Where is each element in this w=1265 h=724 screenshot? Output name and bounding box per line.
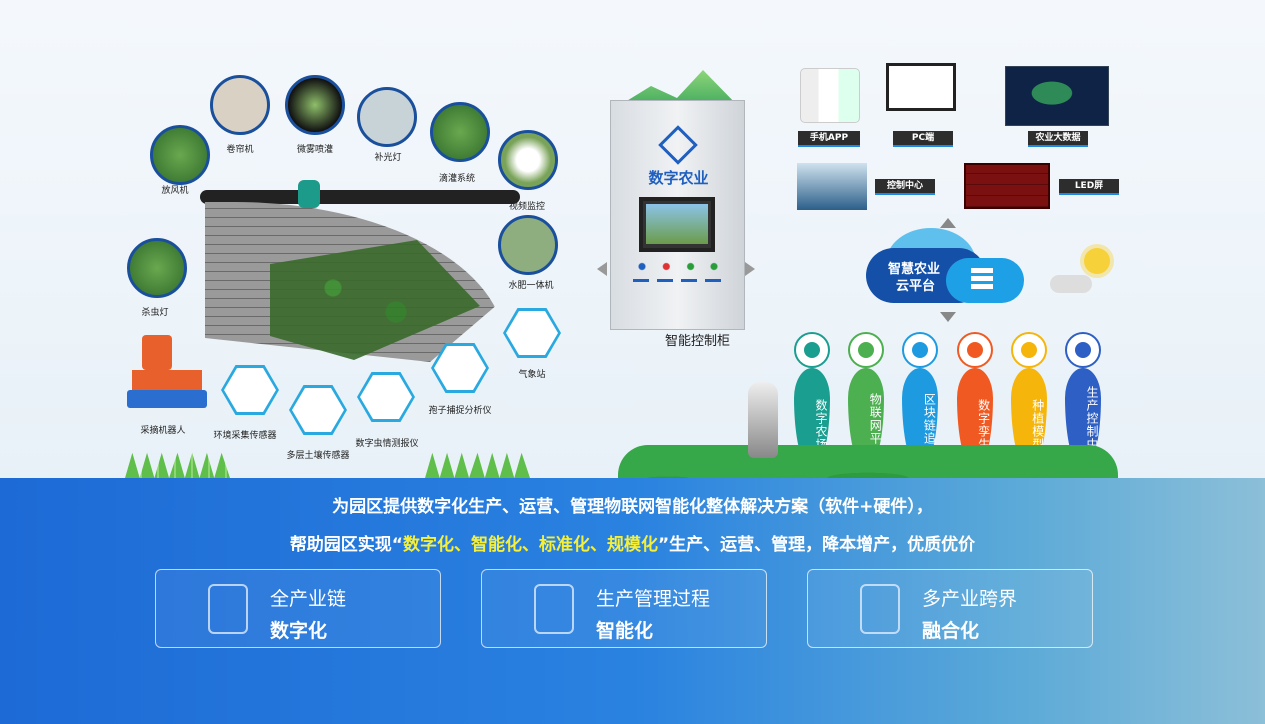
label-pest: 数字虫情测报仪 bbox=[355, 439, 419, 449]
device-mist bbox=[285, 75, 345, 135]
server-icon bbox=[971, 268, 993, 290]
platform-icon-1 bbox=[848, 332, 885, 368]
label-mist: 微雾喷灌 bbox=[296, 145, 334, 155]
cloud-icon bbox=[1050, 275, 1092, 293]
card-title: 生产管理过程 bbox=[596, 588, 711, 610]
label-light: 补光灯 bbox=[374, 153, 402, 163]
gear-chain-icon bbox=[208, 584, 248, 634]
control-cabinet: 数字农业 bbox=[610, 100, 745, 330]
sensor-weather bbox=[503, 308, 561, 358]
tag-mobile-app: 手机APP bbox=[798, 131, 860, 147]
label-fertigation: 水肥一体机 bbox=[508, 281, 554, 291]
card-subtitle: 数字化 bbox=[270, 620, 328, 642]
label-spore: 孢子捕捉分析仪 bbox=[428, 406, 492, 416]
feature-card-0: 全产业链 数字化 bbox=[155, 569, 441, 648]
banner-line2: 帮助园区实现“数字化、智能化、标准化、规模化”生产、运营、管理，降本增产，优质优… bbox=[0, 530, 1265, 555]
arrow-down-icon bbox=[940, 312, 956, 330]
card-title: 多产业跨界 bbox=[922, 588, 1018, 610]
platform-label: 生产控制中心 bbox=[1085, 386, 1099, 464]
control-center-image bbox=[797, 163, 867, 210]
cloud-platform: 智慧农业 云平台 bbox=[866, 228, 1026, 304]
big-data-image bbox=[1005, 66, 1109, 126]
banner-line1: 为园区提供数字化生产、运营、管理物联网智能化整体解决方案（软件+硬件）， bbox=[332, 497, 933, 517]
device-vent-fan bbox=[150, 125, 210, 185]
device-insect-lamp bbox=[127, 238, 187, 298]
grass-decoration bbox=[618, 445, 1118, 478]
label-weather: 气象站 bbox=[518, 370, 546, 380]
cabinet-label: 智能控制柜 bbox=[665, 334, 731, 349]
solution-banner bbox=[0, 478, 1265, 724]
device-roller bbox=[210, 75, 270, 135]
platform-label: 物联网平台 bbox=[868, 392, 883, 458]
feature-card-2: 多产业跨界 融合化 bbox=[807, 569, 1093, 648]
cube-monitor-icon bbox=[534, 584, 574, 634]
label-insect-lamp: 杀虫灯 bbox=[141, 308, 169, 318]
device-fertigation bbox=[498, 215, 558, 275]
cloud-line2: 云平台 bbox=[896, 279, 936, 294]
label-env: 环境采集传感器 bbox=[213, 431, 277, 441]
arrow-left-icon bbox=[590, 262, 607, 276]
label-roller: 卷帘机 bbox=[226, 145, 254, 155]
device-camera bbox=[498, 130, 558, 190]
cube-laptop-icon bbox=[860, 584, 900, 634]
platform-icon-5 bbox=[1065, 332, 1101, 368]
cabinet-title: 数字农业 bbox=[648, 169, 709, 187]
arrow-right-icon bbox=[745, 262, 762, 276]
platform-icon-2 bbox=[902, 332, 939, 368]
tag-control-center: 控制中心 bbox=[875, 179, 935, 195]
card-subtitle: 融合化 bbox=[922, 620, 980, 642]
cabinet-logo-icon bbox=[658, 125, 698, 165]
label-soil: 多层土壤传感器 bbox=[286, 451, 350, 461]
tag-big-data: 农业大数据 bbox=[1028, 131, 1088, 147]
platform-label: 数字农场 bbox=[814, 399, 828, 451]
platform-label: 种植模型 bbox=[1030, 399, 1045, 451]
feature-card-1: 生产管理过程 智能化 bbox=[481, 569, 767, 648]
mobile-app-image bbox=[800, 68, 860, 123]
banner-line2-post: ”生产、运营、管理，降本增产，优质优价 bbox=[658, 535, 976, 555]
picking-robot-image bbox=[127, 335, 207, 413]
greenhouse-image bbox=[200, 180, 520, 370]
platform-icon-3 bbox=[956, 332, 993, 368]
led-screen-image bbox=[964, 163, 1050, 209]
device-light bbox=[357, 87, 417, 147]
cabinet-screen bbox=[639, 197, 715, 252]
device-drip bbox=[430, 102, 490, 162]
label-robot: 采摘机器人 bbox=[140, 426, 186, 436]
platform-icon-4 bbox=[1010, 332, 1047, 368]
card-title: 全产业链 bbox=[270, 588, 347, 610]
label-drip: 滴灌系统 bbox=[438, 174, 476, 184]
platform-label: 数字孪生 bbox=[976, 399, 991, 451]
tag-led: LED屏 bbox=[1059, 179, 1119, 195]
pc-image bbox=[886, 63, 956, 111]
banner-line2-pre: 帮助园区实现“ bbox=[289, 535, 403, 555]
platform-label: 区块链追溯 bbox=[922, 392, 937, 458]
sun-icon bbox=[1084, 248, 1110, 274]
label-vent: 放风机 bbox=[161, 186, 189, 196]
arrow-up-icon bbox=[940, 210, 956, 228]
tag-pc: PC端 bbox=[893, 131, 953, 147]
label-camera: 视频监控 bbox=[508, 202, 546, 212]
platform-icon-0 bbox=[794, 332, 830, 368]
banner-highlight: 数字化、智能化、标准化、规模化 bbox=[403, 535, 658, 555]
service-robot-image bbox=[748, 382, 778, 458]
cloud-line1: 智慧农业 bbox=[888, 262, 941, 277]
card-subtitle: 智能化 bbox=[596, 620, 654, 642]
